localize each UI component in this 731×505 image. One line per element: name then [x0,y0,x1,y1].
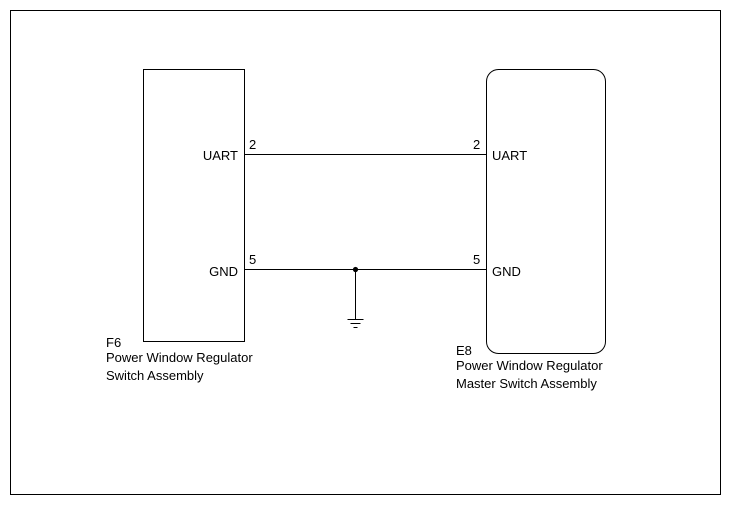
e8-component-box [486,69,606,354]
e8-pin-gnd-label: GND [492,264,521,279]
e8-component-name-line1: Power Window Regulator [456,358,603,373]
e8-pin-uart-number: 2 [473,137,481,152]
ground-icon [347,269,364,328]
e8-pin-uart-label: UART [492,148,528,163]
f6-component-name-line1: Power Window Regulator [106,350,253,365]
diagram-frame [10,10,721,495]
e8-component-name-line2: Master Switch Assembly [456,376,597,391]
f6-component-name-line2: Switch Assembly [106,368,204,383]
e8-component-code: E8 [456,343,472,358]
f6-component-code: F6 [106,335,122,350]
f6-pin-gnd-number: 5 [249,252,257,267]
e8-pin-gnd-number: 5 [473,252,481,267]
f6-pin-uart-number: 2 [249,137,257,152]
f6-pin-gnd-label: GND [209,264,238,279]
f6-component-box [143,69,245,342]
f6-pin-uart-label: UART [202,148,238,163]
